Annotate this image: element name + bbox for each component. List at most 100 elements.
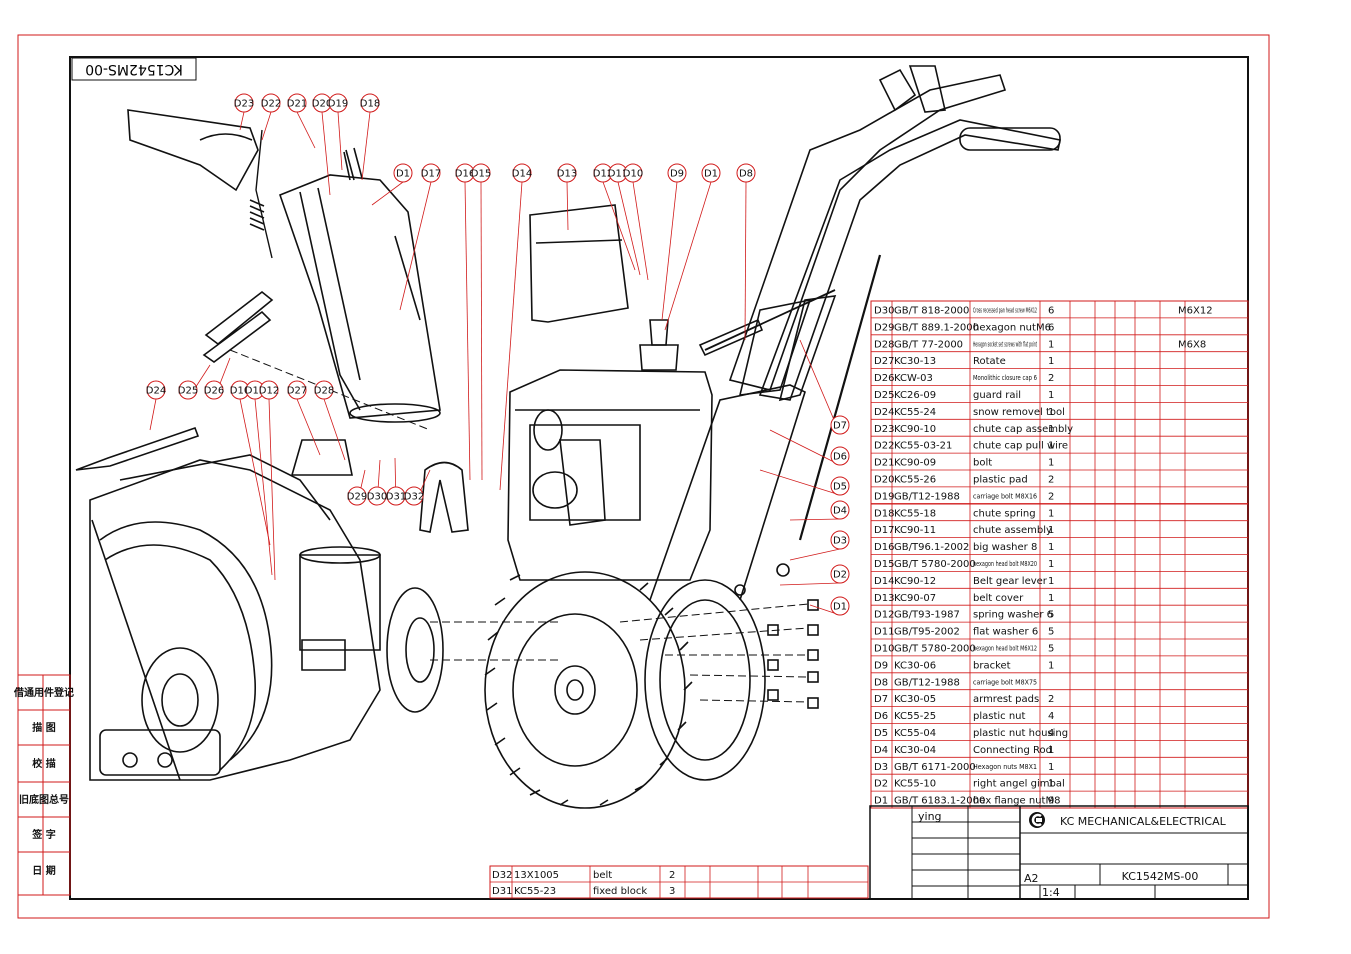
bom-code: KC55-03-21 — [894, 441, 952, 452]
callout-label: D4 — [833, 506, 847, 517]
side-label: 旧底图总号 — [19, 793, 69, 806]
bom-name: plastic nut — [973, 711, 1026, 722]
bom-name: belt cover — [973, 593, 1024, 604]
callout-label: D27 — [287, 386, 307, 397]
callout-d1: D1 — [371, 163, 413, 206]
bom-name: spring washer 6 — [973, 610, 1053, 621]
callout-label: D8 — [739, 169, 753, 180]
callout-d23: D23 — [234, 93, 254, 131]
bom-code: GB/T95-2002 — [894, 627, 960, 638]
callout-d15: D15 — [471, 163, 491, 481]
handle-frame — [728, 74, 1007, 391]
callout-label: D12 — [593, 169, 613, 180]
bom-name: chute cap assembly — [973, 424, 1073, 435]
bom-code: KC90-10 — [894, 424, 936, 435]
callout-d26: D26 — [204, 357, 231, 400]
callout-label: D11 — [608, 169, 628, 180]
callout-label: D28 — [314, 386, 334, 397]
callout-d12: D12 — [259, 380, 279, 581]
callout-d6: D6 — [769, 429, 850, 466]
callout-label: D18 — [360, 99, 380, 110]
inner-frame — [69, 56, 1249, 900]
bom-no: D20 — [874, 475, 894, 486]
bom-bottom-name: fixed block — [593, 886, 647, 897]
bom-no: D19 — [874, 491, 894, 502]
callout-label: D17 — [421, 169, 441, 180]
callout-d14: D14 — [499, 163, 532, 491]
bom-qty: 1 — [1048, 407, 1054, 418]
bom-code: KC30-04 — [894, 745, 936, 756]
bom-no: D24 — [874, 407, 894, 418]
bom-qty: 5 — [1048, 610, 1054, 621]
bom-qty: 1 — [1048, 390, 1054, 401]
callout-d8: D8 — [736, 163, 756, 341]
bom-qty: 5 — [1048, 627, 1054, 638]
callout-label: D9 — [670, 169, 684, 180]
long-bolt — [704, 289, 836, 351]
bom-code: KC90-11 — [894, 525, 936, 536]
bom-qty: 1 — [1048, 356, 1054, 367]
bom-code: KC55-24 — [894, 407, 936, 418]
title-block: KC MECHANICAL&ELECTRICAL ying A2 1:4 KC1… — [869, 805, 1249, 900]
bom-no: D13 — [874, 593, 894, 604]
bom-qty: 6 — [1048, 306, 1054, 317]
callout-label: D24 — [146, 386, 166, 397]
bom-qty: 1 — [1048, 660, 1054, 671]
callout-d29: D29 — [347, 469, 367, 506]
bom-code: GB/T 6183.1-2000 — [894, 796, 985, 807]
bom-no: D8 — [874, 677, 888, 688]
bom-name: Monolithic closure cap 6 — [973, 374, 1037, 382]
callout-label: D22 — [261, 99, 281, 110]
snow-removal-tool — [75, 426, 200, 471]
bom-code: GB/T 77-2000 — [894, 339, 963, 350]
bom-no: D18 — [874, 508, 894, 519]
bom-qty: 1 — [1048, 424, 1054, 435]
bom-no: D5 — [874, 728, 888, 739]
callout-d31: D31 — [386, 457, 406, 506]
impeller-bearing — [299, 554, 381, 651]
bom-no: D9 — [874, 660, 888, 671]
side-stamp-column: 借通用件登记 描 图 校 描 旧底图总号 签 字 日 期 — [13, 674, 74, 896]
callout-d7: D7 — [799, 339, 850, 435]
front-handle — [649, 384, 806, 601]
bom-code: GB/T 889.1-2000 — [894, 322, 979, 333]
bom-qty: 1 — [1048, 745, 1054, 756]
callout-d1: D1 — [809, 596, 850, 616]
bom-qty: 1 — [1048, 762, 1054, 773]
callout-d24: D24 — [146, 380, 166, 431]
company-logo — [1029, 812, 1045, 828]
bom-bottom-name: belt — [593, 870, 612, 881]
bom-code: KC55-25 — [894, 711, 936, 722]
bom-code: KC55-18 — [894, 508, 936, 519]
bom-no: D10 — [874, 644, 894, 655]
chute-cap — [127, 109, 259, 192]
mounting-nuts — [734, 563, 819, 709]
bom-name: Rotate — [973, 356, 1006, 367]
auger-housing — [89, 459, 381, 781]
outer-frame — [17, 34, 1270, 919]
exploded-view — [75, 65, 1061, 809]
bom-qty: 6 — [1048, 322, 1054, 333]
bom-no: D2 — [874, 779, 888, 790]
bom-code: KC90-07 — [894, 593, 936, 604]
bom-no: D23 — [874, 424, 894, 435]
side-label: 签 字 — [31, 828, 55, 841]
callout-d27: D27 — [287, 380, 321, 456]
bom-bottom-no: D31 — [492, 886, 512, 897]
